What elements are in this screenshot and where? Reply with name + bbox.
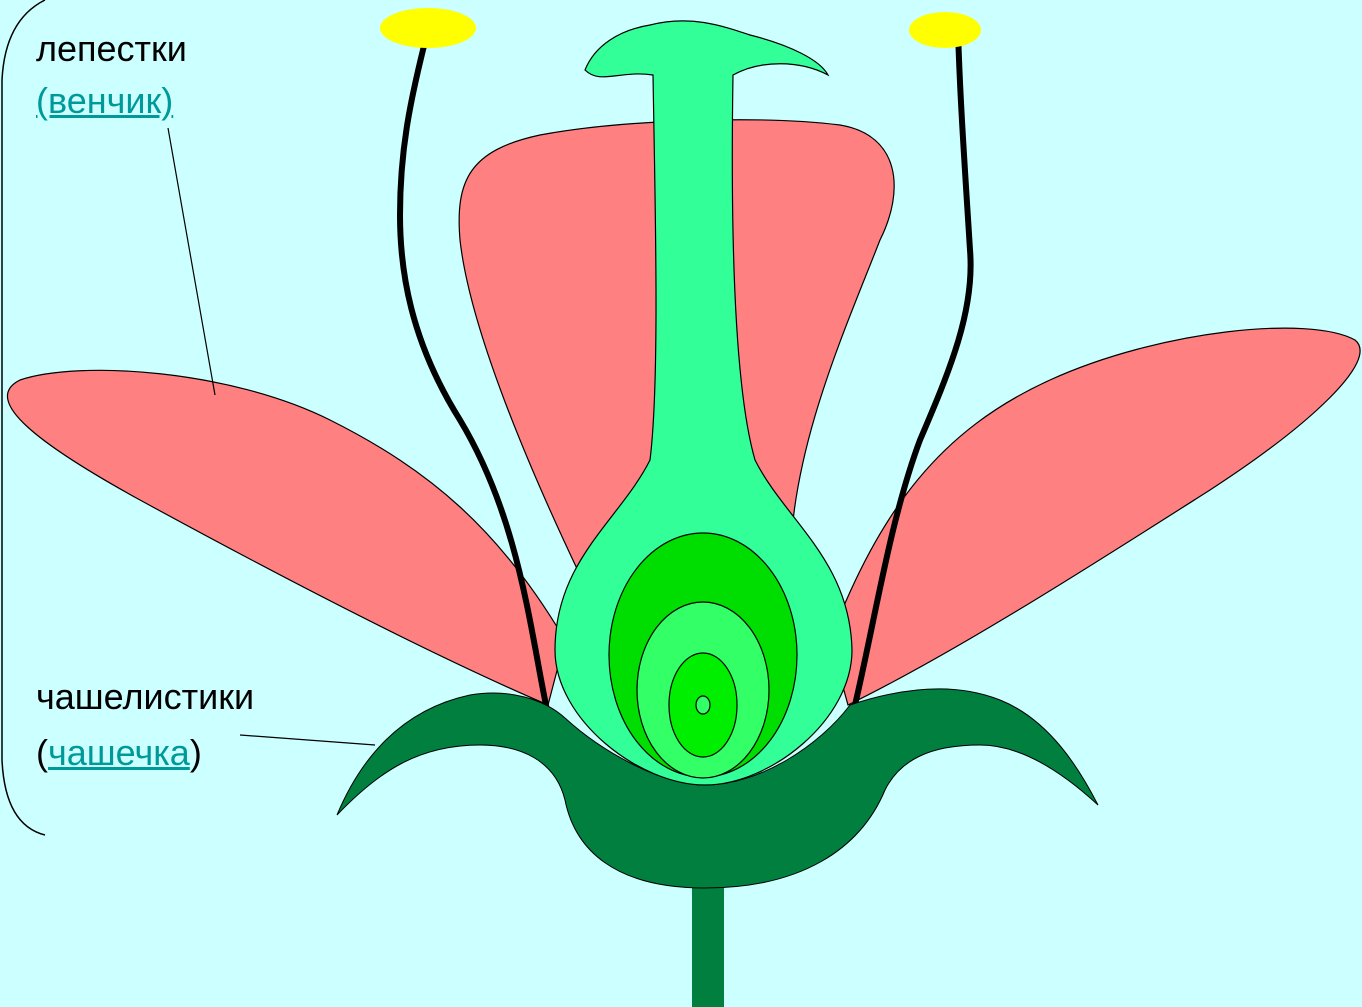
calyx-close-paren: ) [190, 732, 202, 773]
pointer-corolla [168, 128, 215, 395]
calyx-open-paren: ( [36, 732, 48, 773]
anther-left [380, 8, 476, 48]
ovule-center [696, 696, 710, 714]
petal-right [830, 328, 1360, 705]
petals-label: лепестки [36, 28, 187, 69]
petal-left [7, 370, 565, 705]
sepals-label: чашелистики [36, 676, 254, 717]
calyx-link[interactable]: чашечка [48, 732, 190, 773]
calyx-label: (чашечка) [36, 732, 202, 773]
anther-right [909, 12, 981, 48]
corolla-link[interactable]: (венчик) [36, 80, 173, 121]
pointer-calyx [240, 735, 375, 745]
